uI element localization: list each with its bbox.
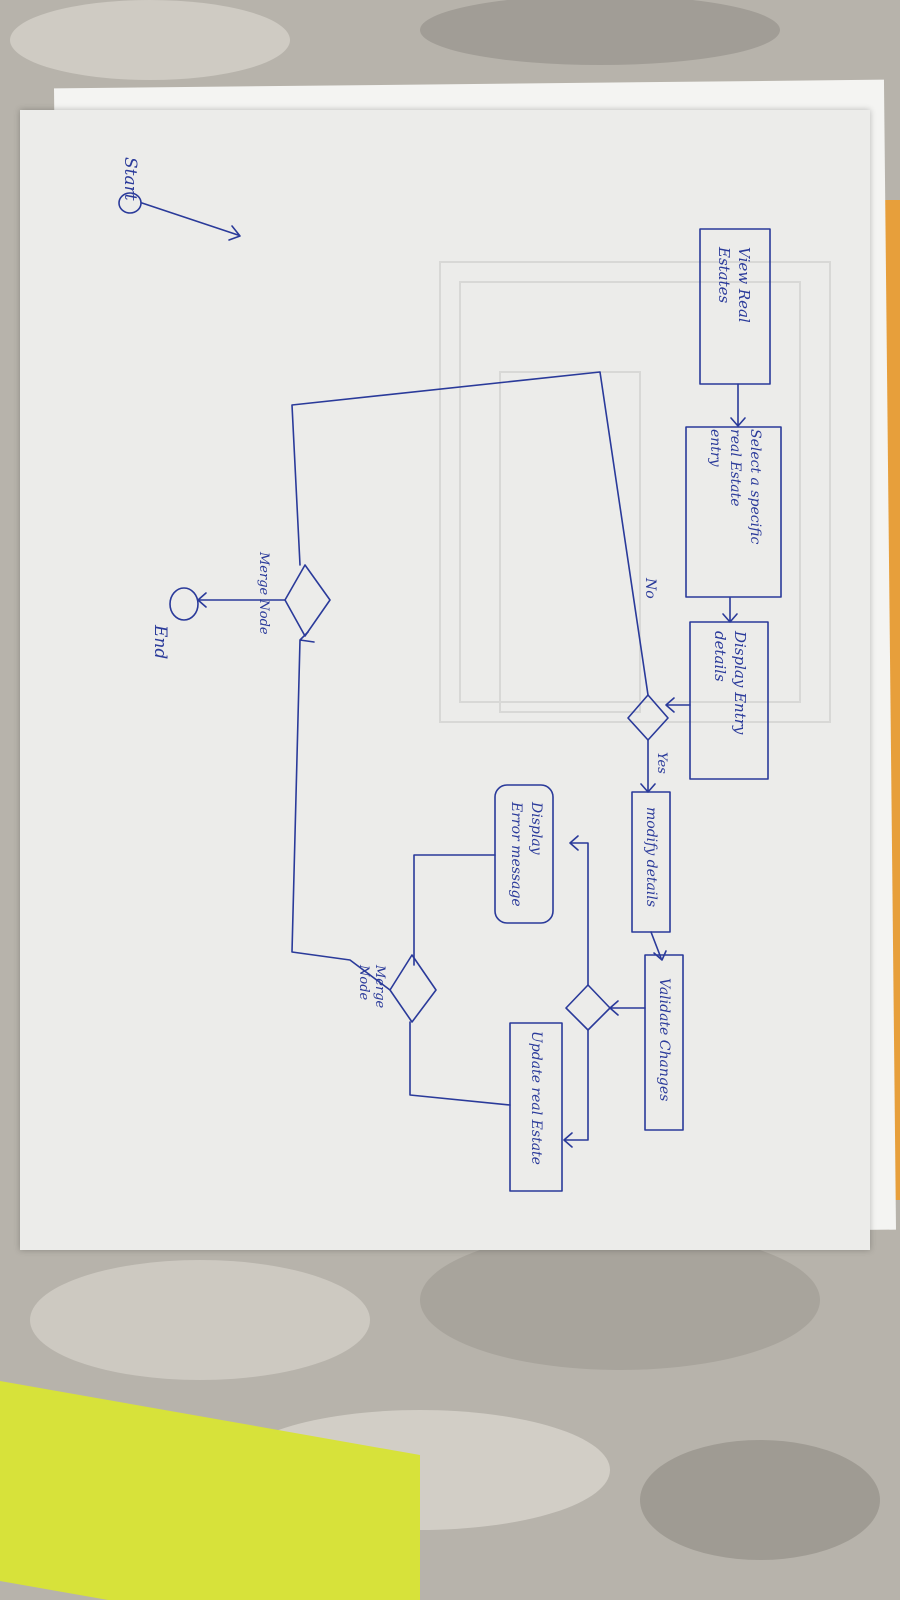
validate-changes-label: Validate Changes (656, 978, 672, 1101)
start-arrow (141, 202, 241, 241)
node-display-details-box (689, 621, 769, 780)
node-update-estate-box (509, 1022, 563, 1192)
arrow-invalid-to-error (569, 835, 589, 986)
yes-label-group: Yes (654, 752, 669, 774)
end-label-group: End (150, 624, 170, 659)
merge-lower-label-group: Merge Node (256, 551, 271, 635)
merge-lower-label: Merge Node (256, 551, 271, 635)
display-error-line1: Display (528, 801, 544, 856)
view-estates-line1: View Real (735, 247, 753, 323)
node-validate-changes-box (644, 954, 684, 1131)
node-display-error: Display Error message (494, 784, 554, 924)
start-node: Start (120, 157, 140, 201)
node-display-error-box (494, 784, 554, 924)
end-label: End (150, 624, 170, 659)
arrow-valid-to-update (563, 1029, 589, 1148)
display-error-line2: Error message (508, 801, 524, 907)
end-circle-icon (169, 587, 199, 621)
display-details-line2: details (711, 631, 729, 682)
node-validate-changes: Validate Changes (644, 954, 684, 1131)
update-to-merge-path (409, 1021, 511, 1106)
arrow-select-to-display (722, 597, 738, 623)
merge-diamond-lower (284, 564, 331, 637)
node-modify-details: modify details (631, 791, 671, 933)
merge-diamond-upper (389, 954, 437, 1023)
node-display-details: Display Entry details (689, 621, 769, 780)
yes-label: Yes (654, 752, 669, 774)
node-update-estate: Update real Estate (509, 1022, 563, 1192)
node-view-estates-box (699, 228, 771, 385)
no-path (291, 371, 649, 696)
arrow-validate-to-decision (609, 1000, 646, 1016)
no-label: No (642, 577, 658, 599)
error-to-merge-path (413, 854, 496, 966)
node-select-entry-box (685, 426, 782, 598)
merge-upper-label-line1: Merge (372, 964, 387, 1009)
node-select-entry: Select a specific real Estate entry (685, 426, 782, 598)
start-circle-icon (118, 192, 142, 214)
decision-diamond-2 (565, 984, 611, 1031)
view-estates-line2: Estates (715, 246, 733, 304)
arrow-view-to-select (730, 383, 746, 427)
merge-upper-label-group: Merge Node (356, 964, 387, 1009)
update-estate-label: Update real Estate (528, 1031, 544, 1165)
merge-to-merge-path (291, 631, 391, 991)
arrow-display-to-decision (665, 697, 691, 713)
node-view-estates: View Real Estates (699, 228, 771, 385)
modify-details-label: modify details (643, 807, 659, 907)
select-entry-line2: real Estate (727, 429, 743, 507)
no-label-group: No (642, 577, 658, 599)
display-details-line1: Display Entry (731, 630, 749, 735)
select-entry-line3: entry (707, 429, 723, 468)
arrow-yes-to-modify (640, 739, 656, 793)
show-through-marks (439, 261, 831, 723)
start-label: Start (120, 157, 140, 201)
select-entry-line1: Select a specific (747, 429, 763, 544)
paper-sheet (20, 110, 870, 1250)
